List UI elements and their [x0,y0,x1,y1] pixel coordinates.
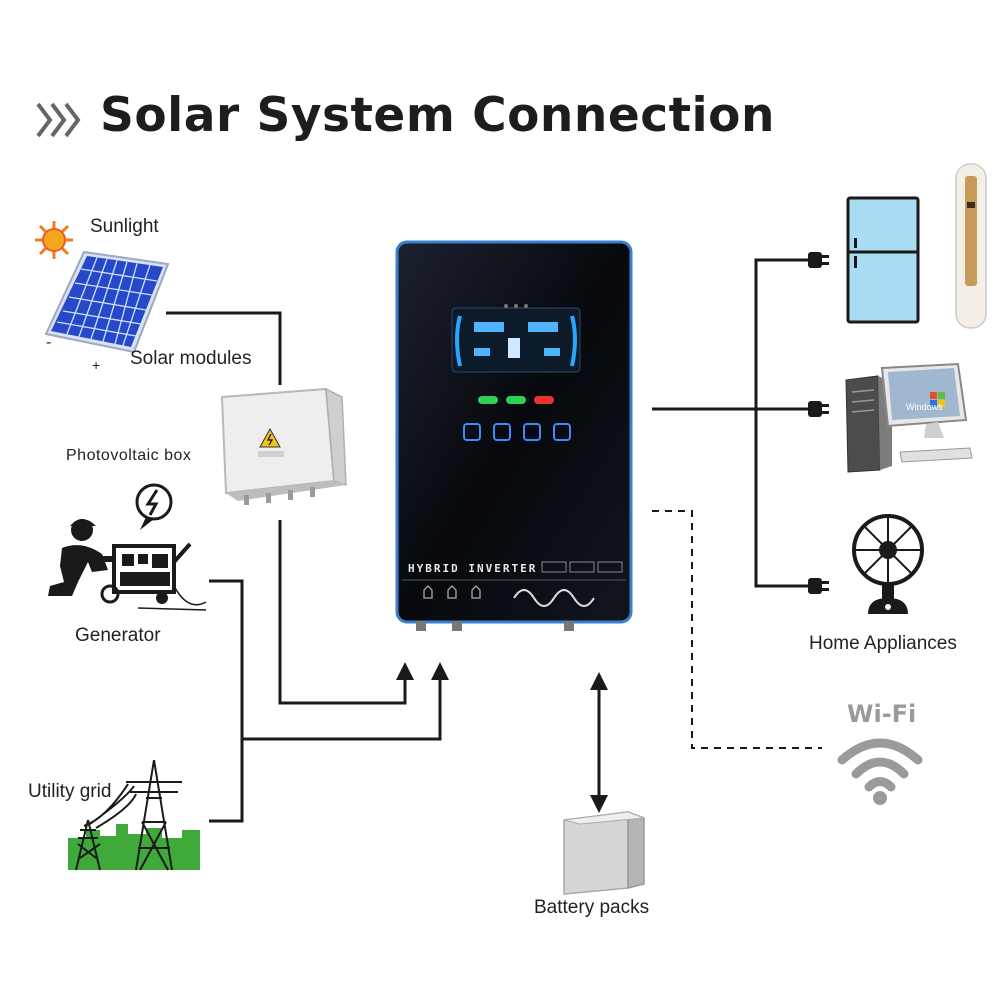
air-conditioner-icon [955,163,987,329]
utility-grid-icon [68,759,200,871]
refrigerator-icon [846,196,920,324]
generator-icon [48,483,207,611]
sun-icon [35,221,73,259]
minus-label: - [46,334,52,351]
solar-modules-label: Solar modules [130,348,252,369]
page-title: Solar System Connection [100,88,775,143]
wifi-label: Wi-Fi [847,700,917,728]
battery-packs-label: Battery packs [534,897,650,918]
sunlight-label: Sunlight [90,216,159,237]
generator-label: Generator [75,625,161,646]
plug-icons [808,252,829,594]
pv-box-label: Photovoltaic box [66,447,192,464]
battery-pack-icon [563,810,645,895]
computer-icon [845,362,973,473]
pv-box-icon [220,387,347,505]
home-appliances-label: Home Appliances [809,633,957,654]
electric-fan-icon [852,514,924,614]
windows-logo-text: Windows [906,402,943,412]
utility-grid-label: Utility grid [28,781,112,802]
solar-panel-icon [44,250,170,354]
inverter-name: HYBRID INVERTER [408,562,538,575]
plus-label: + [92,357,101,373]
title-chevron-icon [36,102,81,138]
hybrid-inverter [395,240,633,631]
wifi-icon [837,738,923,805]
